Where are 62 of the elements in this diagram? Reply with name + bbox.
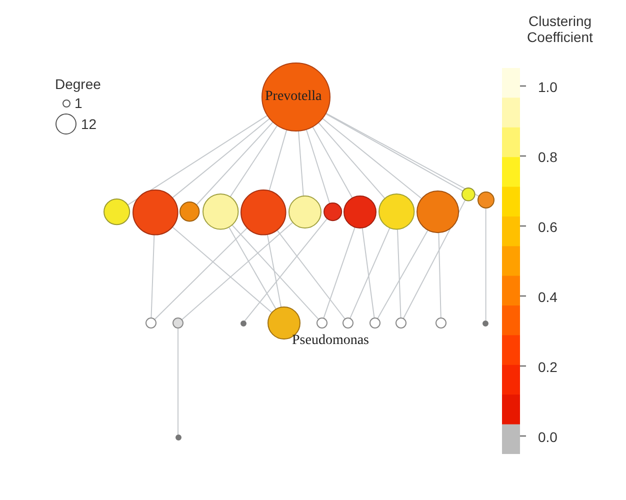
node-circle (179, 201, 201, 223)
node-circle (395, 317, 407, 329)
edge-line (377, 230, 428, 320)
node-circle (202, 193, 239, 231)
node-circle (343, 195, 378, 229)
edge-line (228, 226, 276, 310)
edge-line (323, 226, 356, 319)
edge-line (485, 208, 486, 321)
edge-line (350, 228, 390, 319)
edge-line (298, 130, 304, 196)
edge-line (438, 232, 442, 318)
edge-line (196, 122, 274, 206)
node-circle (416, 190, 460, 234)
edge-line (325, 113, 464, 192)
edge-line (172, 118, 270, 198)
node-circle (342, 317, 354, 329)
tick-label: 0.2 (538, 359, 558, 375)
edge-line (181, 222, 294, 320)
legend-title: Degree (55, 76, 101, 92)
edge-line (312, 126, 353, 198)
node-circle (435, 317, 447, 329)
tick-label: 0.8 (538, 149, 558, 165)
node-circle (145, 317, 157, 329)
edge-line (229, 124, 278, 198)
edge-line (244, 218, 328, 322)
legend-title: Clustering Coefficient (526, 13, 594, 45)
edge-line (266, 234, 282, 308)
node-circle (316, 317, 328, 329)
edge-line (397, 229, 402, 318)
edge-line (150, 234, 155, 318)
legend-label: 1 (74, 95, 82, 111)
edge-line (318, 122, 386, 200)
node-circle (482, 320, 490, 326)
node-label: Prevotella (265, 89, 322, 105)
edge-line (362, 227, 375, 318)
edge-line (154, 227, 248, 320)
node-circle (132, 188, 178, 236)
node-circle (174, 434, 182, 440)
tick-label: 0.0 (538, 429, 558, 445)
node-circle (461, 186, 476, 202)
node-circle (476, 191, 495, 209)
edge-line (276, 229, 346, 320)
node-circle (172, 317, 184, 329)
node-label: Pseudomonas (292, 333, 369, 349)
edge-line (172, 226, 272, 314)
node-circle (288, 195, 322, 229)
edge-line (306, 128, 330, 204)
edge-line (322, 118, 422, 200)
edge-line (325, 112, 480, 197)
edge-line (268, 129, 288, 191)
edge-line (232, 224, 320, 320)
node-circle (378, 193, 416, 231)
tick-label: 1.0 (538, 79, 558, 95)
tick-label: 0.6 (538, 219, 558, 235)
tick-label: 0.4 (538, 289, 558, 305)
node-circle (240, 320, 246, 326)
node-circle (322, 202, 342, 222)
node-circle (240, 188, 287, 236)
edge-line (127, 114, 268, 206)
legend-label: 12 (81, 116, 97, 132)
node-circle (103, 198, 131, 226)
node-circle (369, 317, 381, 329)
